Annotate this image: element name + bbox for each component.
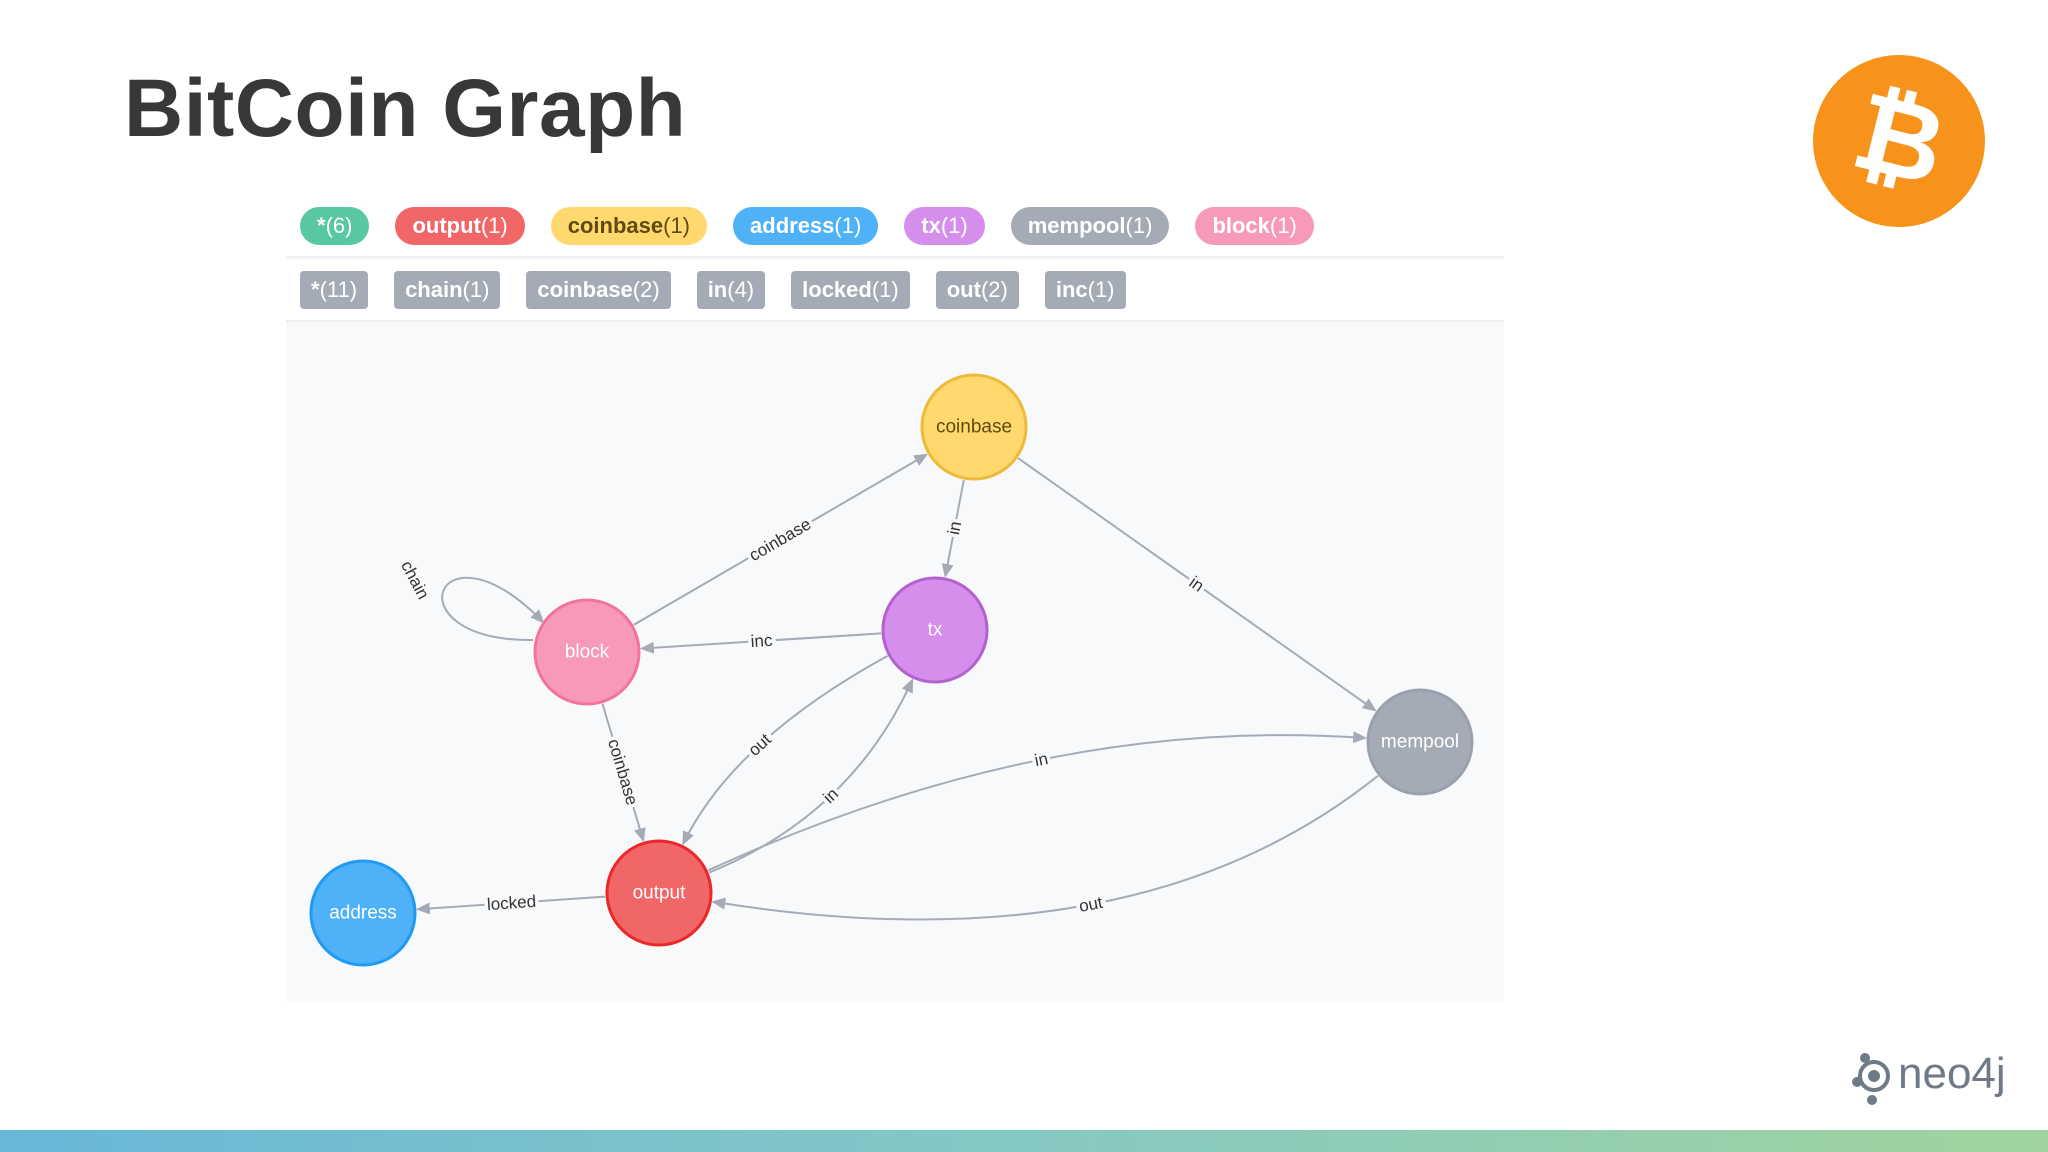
- edge-label: locked: [486, 892, 536, 914]
- edge-block-chain[interactable]: chain: [394, 554, 545, 642]
- node-circle[interactable]: [605, 839, 713, 947]
- node-block[interactable]: block: [533, 598, 641, 706]
- slide-title: BitCoin Graph: [124, 63, 687, 154]
- label-pill-mempool[interactable]: mempool(1): [1010, 207, 1170, 245]
- edge-label: chain: [397, 558, 433, 603]
- footer-accent-bar: [0, 1130, 2048, 1152]
- node-label: coinbase: [936, 417, 1012, 438]
- edge-block-output[interactable]: coinbase: [601, 703, 646, 843]
- node-label: block: [565, 642, 610, 663]
- edge-label: in: [1186, 573, 1208, 596]
- neo4j-wordmark: neo4j: [1898, 1049, 2006, 1098]
- edge-label: out: [1077, 893, 1104, 916]
- node-mempool[interactable]: mempool: [1366, 688, 1474, 796]
- node-tx[interactable]: tx: [881, 576, 989, 684]
- edge-tx-output[interactable]: out: [682, 655, 889, 846]
- edge-label: in: [944, 520, 965, 537]
- edge-coinbase-tx[interactable]: in: [941, 479, 969, 578]
- edge-line[interactable]: [1017, 457, 1377, 712]
- rel-pill-locked[interactable]: locked(1): [791, 271, 910, 309]
- edge-line[interactable]: [708, 678, 914, 874]
- edge-line[interactable]: [415, 895, 606, 915]
- edge-line[interactable]: [441, 576, 545, 642]
- edge-line[interactable]: [941, 479, 965, 578]
- neo4j-logo-icon: neo4j: [1852, 1049, 2006, 1105]
- edge-output-address[interactable]: locked: [415, 888, 606, 918]
- rel-pill-chain[interactable]: chain(1): [394, 271, 501, 309]
- edge-label: inc: [750, 631, 773, 651]
- edge-mempool-output[interactable]: out: [711, 775, 1379, 921]
- label-pill-tx[interactable]: tx(1): [904, 207, 985, 245]
- node-label: tx: [928, 620, 943, 641]
- label-pill-block[interactable]: block(1): [1195, 207, 1314, 245]
- node-address[interactable]: address: [309, 859, 417, 967]
- node-circle[interactable]: [533, 598, 641, 706]
- node-circle[interactable]: [920, 373, 1028, 481]
- node-circle[interactable]: [881, 576, 989, 684]
- edge-line[interactable]: [639, 632, 882, 654]
- node-circle[interactable]: [1366, 688, 1474, 796]
- label-pill-coinbase[interactable]: coinbase(1): [550, 207, 708, 245]
- edge-label: coinbase: [746, 514, 814, 565]
- edge-tx-block[interactable]: inc: [639, 627, 882, 655]
- edge-block-coinbase[interactable]: coinbase: [633, 453, 929, 626]
- edge-output-mempool[interactable]: in: [707, 731, 1368, 872]
- node-label: output: [633, 883, 687, 904]
- edge-line[interactable]: [711, 775, 1379, 921]
- label-pill-address[interactable]: address(1): [733, 207, 879, 245]
- node-coinbase[interactable]: coinbase: [920, 373, 1028, 481]
- node-label: mempool: [1381, 732, 1459, 753]
- edge-line[interactable]: [601, 703, 646, 843]
- rel-pill-in[interactable]: in(4): [696, 271, 766, 309]
- rel-pill-coinbase[interactable]: coinbase(2): [526, 271, 671, 309]
- edge-label: coinbase: [604, 737, 642, 808]
- node-circle[interactable]: [309, 859, 417, 967]
- node-label-legend: *(6) output(1) coinbase(1) address(1) tx…: [286, 196, 1504, 258]
- rel-pill-out[interactable]: out(2): [935, 271, 1019, 309]
- bitcoin-icon: ₿: [1813, 55, 1985, 227]
- label-pill-all[interactable]: *(6): [300, 207, 370, 245]
- edge-label: in: [1033, 749, 1050, 770]
- edge-coinbase-mempool[interactable]: in: [1017, 457, 1377, 712]
- rel-pill-all[interactable]: *(11): [300, 271, 369, 309]
- relationship-type-legend: *(11) chain(1) coinbase(2) in(4) locked(…: [286, 260, 1504, 322]
- edge-line[interactable]: [707, 731, 1368, 872]
- node-label: address: [329, 903, 397, 924]
- edge-line[interactable]: [682, 655, 889, 846]
- edge-line[interactable]: [633, 453, 929, 626]
- rel-pill-inc[interactable]: inc(1): [1044, 271, 1126, 309]
- edge-output-tx[interactable]: in: [708, 678, 914, 874]
- node-output[interactable]: output: [605, 839, 713, 947]
- label-pill-output[interactable]: output(1): [395, 207, 525, 245]
